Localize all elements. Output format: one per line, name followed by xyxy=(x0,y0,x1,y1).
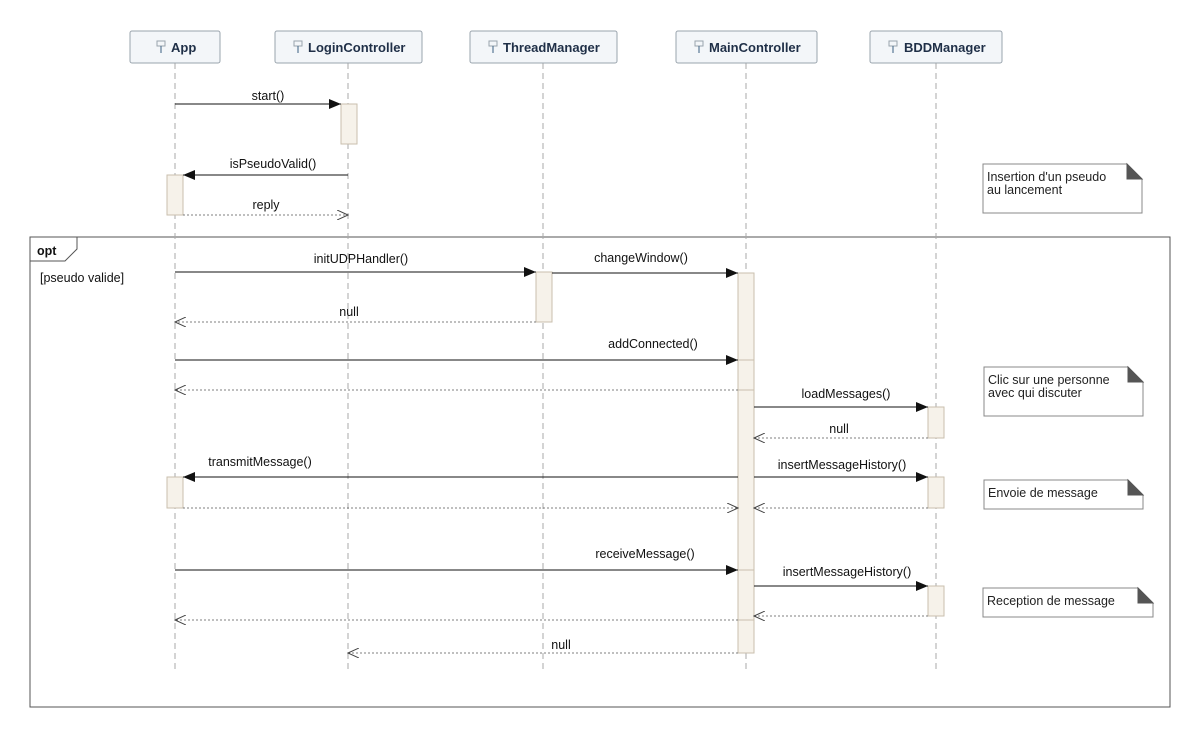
note-fold-icon xyxy=(1127,478,1145,496)
message-reply[interactable]: reply xyxy=(183,198,348,215)
message-initudphandler[interactable]: initUDPHandler() xyxy=(175,252,536,277)
message-label: loadMessages() xyxy=(802,387,891,401)
activation-bddmanager xyxy=(927,585,945,617)
note-envoie-message[interactable]: Envoie de message xyxy=(983,478,1145,510)
lifeline-icon xyxy=(488,40,498,53)
lifeline-name: ThreadManager xyxy=(503,40,600,55)
message-label: addConnected() xyxy=(608,337,698,351)
note-text-line: Envoie de message xyxy=(988,486,1098,500)
lifeline-bddmanager[interactable]: BDDManager xyxy=(869,30,1003,64)
message-null-return[interactable]: null xyxy=(348,638,738,653)
messages: start() isPseudoValid() reply initUDPHan… xyxy=(175,89,928,653)
message-label: null xyxy=(829,422,848,436)
message-null-return[interactable]: null xyxy=(175,305,536,322)
lifeline-logincontroller[interactable]: LoginController xyxy=(274,30,423,64)
activation-maincontroller xyxy=(737,359,755,391)
lifeline-icon xyxy=(694,40,704,53)
message-label: initUDPHandler() xyxy=(314,252,408,266)
lifeline-threadmanager[interactable]: ThreadManager xyxy=(469,30,618,64)
note-fold-icon xyxy=(1126,162,1144,180)
note-text-line: avec qui discuter xyxy=(988,386,1082,400)
message-changewindow[interactable]: changeWindow() xyxy=(552,251,738,278)
lifeline-icon xyxy=(156,40,166,53)
opt-guard-label: [pseudo valide] xyxy=(40,271,124,285)
opt-frame-border xyxy=(29,236,1171,708)
activation-logincontroller xyxy=(340,103,358,145)
message-null-return[interactable]: null xyxy=(754,422,928,438)
note-text-line: Insertion d'un pseudo xyxy=(987,170,1106,184)
lifeline-app[interactable]: App xyxy=(129,30,221,64)
note-text-line: au lancement xyxy=(987,183,1063,197)
lifeline-name: MainController xyxy=(709,40,801,55)
activation-app xyxy=(166,174,184,216)
lifeline-icon xyxy=(888,40,898,53)
lifeline-maincontroller[interactable]: MainController xyxy=(675,30,818,64)
note-reception-message[interactable]: Reception de message xyxy=(982,586,1155,618)
message-label: insertMessageHistory() xyxy=(783,565,912,579)
activation-bddmanager xyxy=(927,476,945,509)
note-insertion-pseudo[interactable]: Insertion d'un pseudo au lancement xyxy=(982,162,1144,214)
message-insertmessagehistory[interactable]: insertMessageHistory() xyxy=(754,565,928,591)
message-label: null xyxy=(551,638,570,652)
lifeline-name: App xyxy=(171,40,196,55)
opt-fragment: opt [pseudo valide] xyxy=(29,236,1171,708)
message-label: reply xyxy=(252,198,280,212)
message-label: start() xyxy=(252,89,285,103)
lifeline-name: BDDManager xyxy=(904,40,986,55)
message-transmitmessage[interactable]: transmitMessage() xyxy=(183,455,738,482)
message-addconnected[interactable]: addConnected() xyxy=(175,337,738,365)
activation-app xyxy=(166,476,184,509)
note-text-line: Reception de message xyxy=(987,594,1115,608)
message-start[interactable]: start() xyxy=(175,89,341,109)
activation-bddmanager xyxy=(927,406,945,439)
opt-operator-label: opt xyxy=(37,244,57,258)
message-label: isPseudoValid() xyxy=(230,157,317,171)
message-label: receiveMessage() xyxy=(595,547,694,561)
message-ispseudovalid[interactable]: isPseudoValid() xyxy=(183,157,348,180)
message-label: transmitMessage() xyxy=(208,455,312,469)
activation-maincontroller xyxy=(737,569,755,621)
note-fold-icon xyxy=(1137,586,1155,604)
activations xyxy=(166,103,945,654)
note-clic-personne[interactable]: Clic sur une personne avec qui discuter xyxy=(983,365,1145,417)
message-label: null xyxy=(339,305,358,319)
message-receivemessage[interactable]: receiveMessage() xyxy=(175,547,738,575)
note-fold-icon xyxy=(1127,365,1145,383)
lifeline-name: LoginController xyxy=(308,40,406,55)
message-loadmessages[interactable]: loadMessages() xyxy=(754,387,928,412)
opt-frame-tab xyxy=(29,236,78,262)
activation-threadmanager xyxy=(535,271,553,323)
lifeline-icon xyxy=(293,40,303,53)
message-label: insertMessageHistory() xyxy=(778,458,907,472)
message-insertmessagehistory[interactable]: insertMessageHistory() xyxy=(754,458,928,482)
message-label: changeWindow() xyxy=(594,251,688,265)
note-text-line: Clic sur une personne xyxy=(988,373,1110,387)
